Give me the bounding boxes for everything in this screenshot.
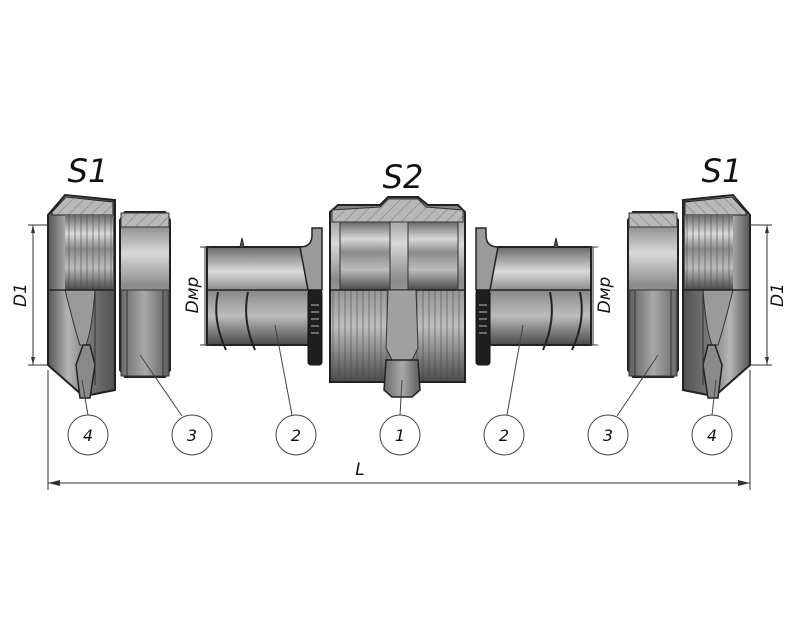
balloon-2-right: 2 <box>483 414 525 456</box>
balloon-4-right: 4 <box>691 414 733 456</box>
balloons: 4 3 2 1 2 3 4 <box>67 414 733 456</box>
fitting-body <box>329 196 466 398</box>
balloon-number: 4 <box>707 426 717 445</box>
balloon-number: 3 <box>187 426 197 445</box>
dimension-arrows <box>31 225 769 486</box>
balloon-number: 3 <box>603 426 613 445</box>
label-dmp-right: Dмр <box>595 276 615 313</box>
balloon-number: 1 <box>395 426 405 445</box>
label-s1-right: S1 <box>702 152 743 190</box>
label-s1-left: S1 <box>68 152 109 190</box>
balloon-2-left: 2 <box>275 414 317 456</box>
label-s2: S2 <box>383 158 424 196</box>
label-d1-left: D1 <box>11 283 31 307</box>
balloon-number: 2 <box>499 426 509 445</box>
balloon-1: 1 <box>379 414 421 456</box>
balloon-number: 4 <box>83 426 93 445</box>
leader-lines <box>81 324 717 417</box>
dimension-lines <box>28 224 772 490</box>
balloon-4-left: 4 <box>67 414 109 456</box>
balloon-3-right: 3 <box>587 414 629 456</box>
balloon-3-left: 3 <box>171 414 213 456</box>
label-length: L <box>355 460 364 480</box>
label-dmp-left: Dмр <box>183 276 203 313</box>
balloon-number: 2 <box>291 426 301 445</box>
label-d1-right: D1 <box>768 283 788 307</box>
